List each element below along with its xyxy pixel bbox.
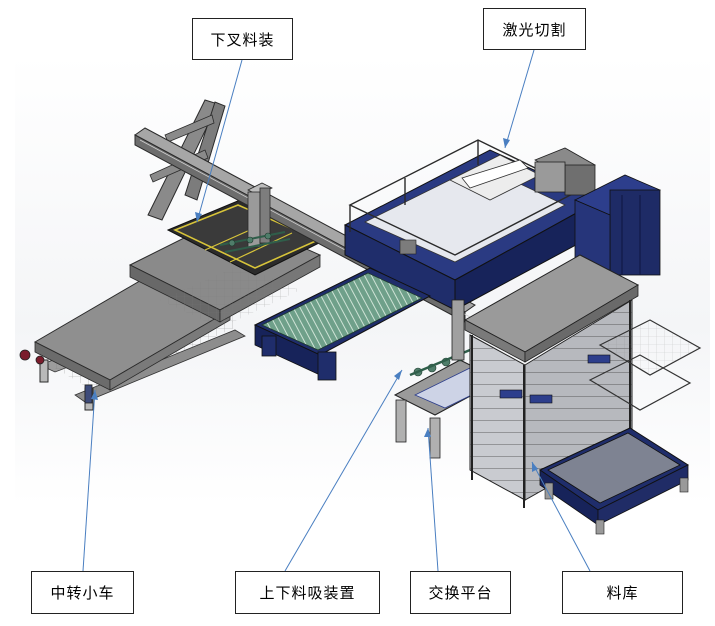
label-laser-cutting: 激光切割 [483, 8, 586, 50]
storage-pallet [538, 427, 690, 535]
label-suction-device: 上下料吸装置 [235, 571, 380, 614]
label-transfer-cart: 中转小车 [31, 571, 134, 614]
label-top-fork-loader: 下叉料装 [192, 18, 293, 60]
exchange-platform [393, 299, 502, 459]
leader-laser [504, 49, 535, 149]
leader-exchange [427, 427, 439, 572]
leader-suction [284, 369, 403, 572]
leader-transfer [82, 389, 96, 572]
fork-column [219, 182, 291, 253]
leader-storage [531, 461, 591, 572]
label-material-storage: 料库 [562, 571, 683, 614]
laser-cutting-machine [343, 139, 661, 311]
transfer-cart [19, 274, 246, 411]
leader-arrowheads [91, 138, 538, 472]
leader-lines [82, 49, 591, 572]
label-exchange-platform: 交换平台 [410, 571, 511, 614]
leader-top-fork [196, 59, 243, 223]
exchange-pallet-bed [253, 267, 432, 381]
